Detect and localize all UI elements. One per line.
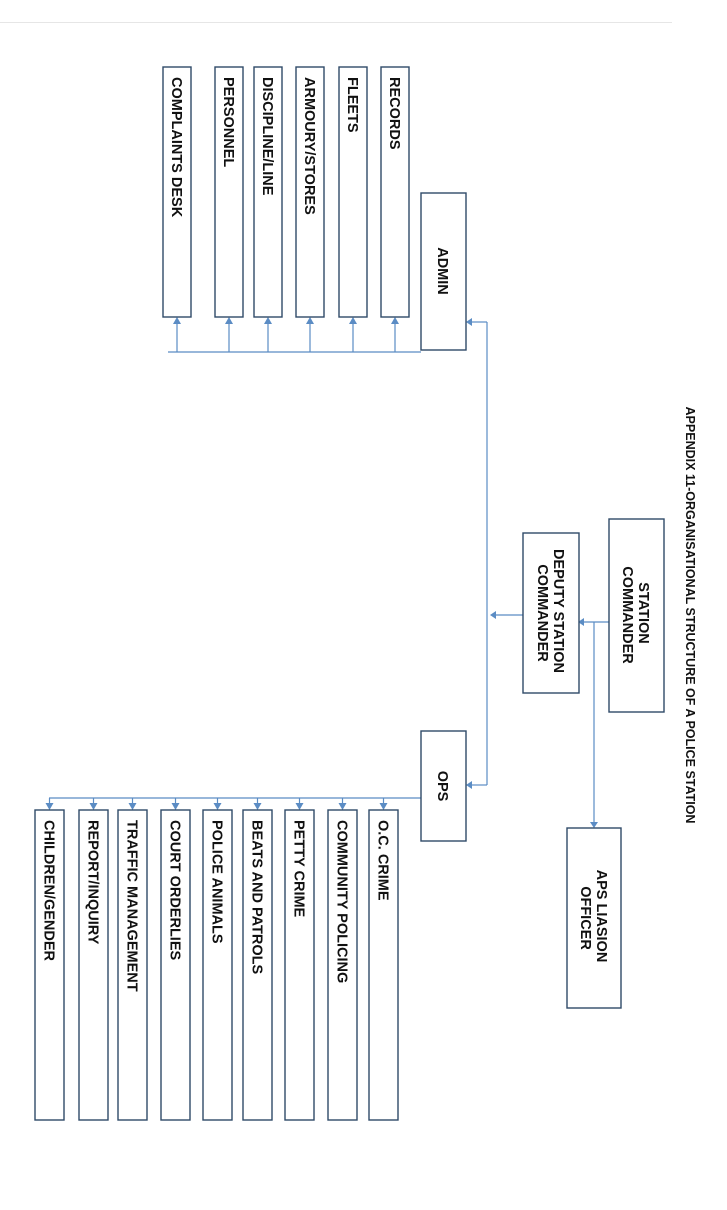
- unit-box-armoury-stores: [295, 66, 325, 318]
- unit-box-complaints-desk: [162, 66, 192, 318]
- arrow-o-c-crime: [379, 803, 388, 810]
- ops-label: OPS: [434, 771, 450, 802]
- unit-label-traffic-management: TRAFFIC MANAGEMENT: [124, 820, 140, 992]
- unit-box-beats-and-patrols: [242, 809, 273, 1121]
- unit-box-records: [380, 66, 410, 318]
- unit-box-o-c-crime: [368, 809, 399, 1121]
- arrow-complaints-desk: [173, 317, 181, 324]
- unit-label-community-policing: COMMUNITY POLICING: [334, 820, 350, 983]
- unit-label-report-inquiry: REPORT/INQUIRY: [85, 820, 101, 945]
- unit-police-animals: POLICE ANIMALS: [202, 798, 233, 1121]
- arrow-community-policing: [338, 803, 347, 810]
- unit-label-children-gender: CHILDREN/GENDER: [41, 820, 57, 962]
- aps-liasion-officer-box: APS LIASION OFFICER: [566, 827, 622, 1009]
- unit-complaints-desk: COMPLAINTS DESK: [162, 66, 192, 352]
- arrow-armoury-stores: [306, 317, 314, 324]
- unit-box-discipline-line: [253, 66, 283, 318]
- unit-beats-and-patrols: BEATS AND PATROLS: [242, 798, 273, 1121]
- unit-label-personnel: PERSONNEL: [220, 77, 236, 167]
- station-commander-box: STATION COMMANDER: [608, 518, 665, 713]
- arrow-report-inquiry: [89, 803, 98, 810]
- unit-box-report-inquiry: [78, 809, 109, 1121]
- unit-court-orderlies: COURT ORDERLIES: [160, 798, 191, 1121]
- aps-liasion-officer-label: APS LIASION OFFICER: [577, 870, 609, 967]
- unit-petty-crime: PETTY CRIME: [284, 798, 315, 1121]
- unit-label-court-orderlies: COURT ORDERLIES: [167, 820, 183, 961]
- unit-o-c-crime: O.C. CRIME: [368, 798, 399, 1121]
- unit-label-armoury-stores: ARMOURY/STORES: [301, 77, 317, 215]
- arrow-children-gender: [45, 803, 54, 810]
- unit-fleets: FLEETS: [338, 66, 368, 352]
- unit-label-records: RECORDS: [386, 77, 402, 150]
- connectors: [49, 318, 609, 828]
- arrow-fleets: [349, 317, 357, 324]
- arrow-court-orderlies: [171, 803, 180, 810]
- unit-community-policing: COMMUNITY POLICING: [327, 798, 358, 1121]
- station-commander-label: STATION COMMANDER: [619, 566, 651, 664]
- unit-box-children-gender: [34, 809, 65, 1121]
- unit-armoury-stores: ARMOURY/STORES: [295, 66, 325, 352]
- unit-label-discipline-line: DISCIPLINE/LINE: [259, 77, 275, 196]
- admin-box: ADMIN: [420, 192, 467, 351]
- unit-box-petty-crime: [284, 809, 315, 1121]
- unit-label-fleets: FLEETS: [344, 77, 360, 133]
- arrow-discipline-line: [264, 317, 272, 324]
- deputy-station-commander-box: DEPUTY STATION COMMANDER: [522, 532, 580, 694]
- deputy-station-commander-label: DEPUTY STATION COMMANDER: [534, 549, 566, 677]
- unit-label-complaints-desk: COMPLAINTS DESK: [168, 77, 184, 218]
- unit-records: RECORDS: [380, 66, 410, 352]
- unit-personnel: PERSONNEL: [214, 66, 244, 352]
- unit-box-court-orderlies: [160, 809, 191, 1121]
- ops-box: OPS: [420, 730, 467, 842]
- unit-discipline-line: DISCIPLINE/LINE: [253, 66, 283, 352]
- top-divider: [0, 22, 672, 23]
- admin-label: ADMIN: [434, 247, 450, 295]
- unit-box-personnel: [214, 66, 244, 318]
- unit-label-o-c-crime: O.C. CRIME: [375, 820, 391, 901]
- ops-units: O.C. CRIME COMMUNITY POLICING PETTY CRIME B…: [34, 798, 399, 1121]
- unit-box-community-policing: [327, 809, 358, 1121]
- admin-units: RECORDS FLEETS ARMOURY/STORES DISCIPLINE/LI…: [162, 66, 410, 352]
- arrow-beats-and-patrols: [253, 803, 262, 810]
- chart-title: APPENDIX 11-ORGANISATIONAL STRUCTURE OF …: [683, 407, 697, 824]
- unit-label-petty-crime: PETTY CRIME: [291, 820, 307, 918]
- unit-box-fleets: [338, 66, 368, 318]
- unit-box-police-animals: [202, 809, 233, 1121]
- unit-label-police-animals: POLICE ANIMALS: [209, 820, 225, 944]
- unit-children-gender: CHILDREN/GENDER: [34, 798, 65, 1121]
- unit-report-inquiry: REPORT/INQUIRY: [78, 798, 109, 1121]
- unit-label-beats-and-patrols: BEATS AND PATROLS: [249, 820, 265, 974]
- arrow-traffic-management: [128, 803, 137, 810]
- unit-box-traffic-management: [117, 809, 148, 1121]
- unit-traffic-management: TRAFFIC MANAGEMENT: [117, 798, 148, 1121]
- arrow-personnel: [225, 317, 233, 324]
- arrow-police-animals: [213, 803, 222, 810]
- arrow-petty-crime: [295, 803, 304, 810]
- arrow-records: [391, 317, 399, 324]
